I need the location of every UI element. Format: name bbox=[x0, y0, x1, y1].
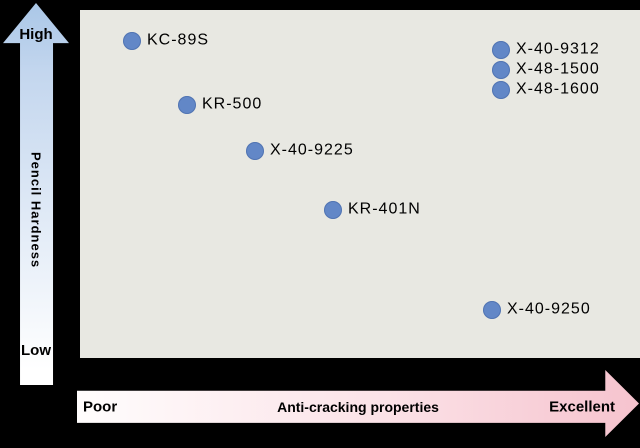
x-axis-poor-label: Poor bbox=[83, 398, 118, 416]
data-point-label: KC-89S bbox=[147, 31, 210, 49]
data-point-X-48-1600 bbox=[492, 81, 510, 99]
x-axis-arrow: Poor Anti-cracking properties Excellent bbox=[77, 370, 639, 437]
data-point-label: X-48-1500 bbox=[516, 60, 600, 78]
x-axis-title: Anti-cracking properties bbox=[277, 399, 439, 415]
data-point-KC-89S bbox=[123, 32, 141, 50]
data-point-X-40-9312 bbox=[492, 41, 510, 59]
data-point-label: X-48-1600 bbox=[516, 80, 600, 98]
y-axis-arrow: High Pencil Hardness Low bbox=[3, 3, 69, 385]
data-point-label: X-40-9250 bbox=[507, 300, 591, 318]
y-axis-low-label: Low bbox=[21, 342, 51, 359]
data-point-label: X-40-9225 bbox=[270, 141, 354, 159]
y-axis-high-label: High bbox=[19, 26, 53, 43]
data-point-label: KR-401N bbox=[348, 200, 421, 218]
y-axis-title: Pencil Hardness bbox=[28, 152, 44, 269]
data-point-label: KR-500 bbox=[202, 95, 263, 113]
data-point-label: X-40-9312 bbox=[516, 40, 600, 58]
data-point-X-40-9250 bbox=[483, 301, 501, 319]
x-axis-excellent-label: Excellent bbox=[549, 398, 615, 416]
data-point-KR-401N bbox=[324, 201, 342, 219]
data-point-X-48-1500 bbox=[492, 61, 510, 79]
data-point-KR-500 bbox=[178, 96, 196, 114]
data-point-X-40-9225 bbox=[246, 142, 264, 160]
